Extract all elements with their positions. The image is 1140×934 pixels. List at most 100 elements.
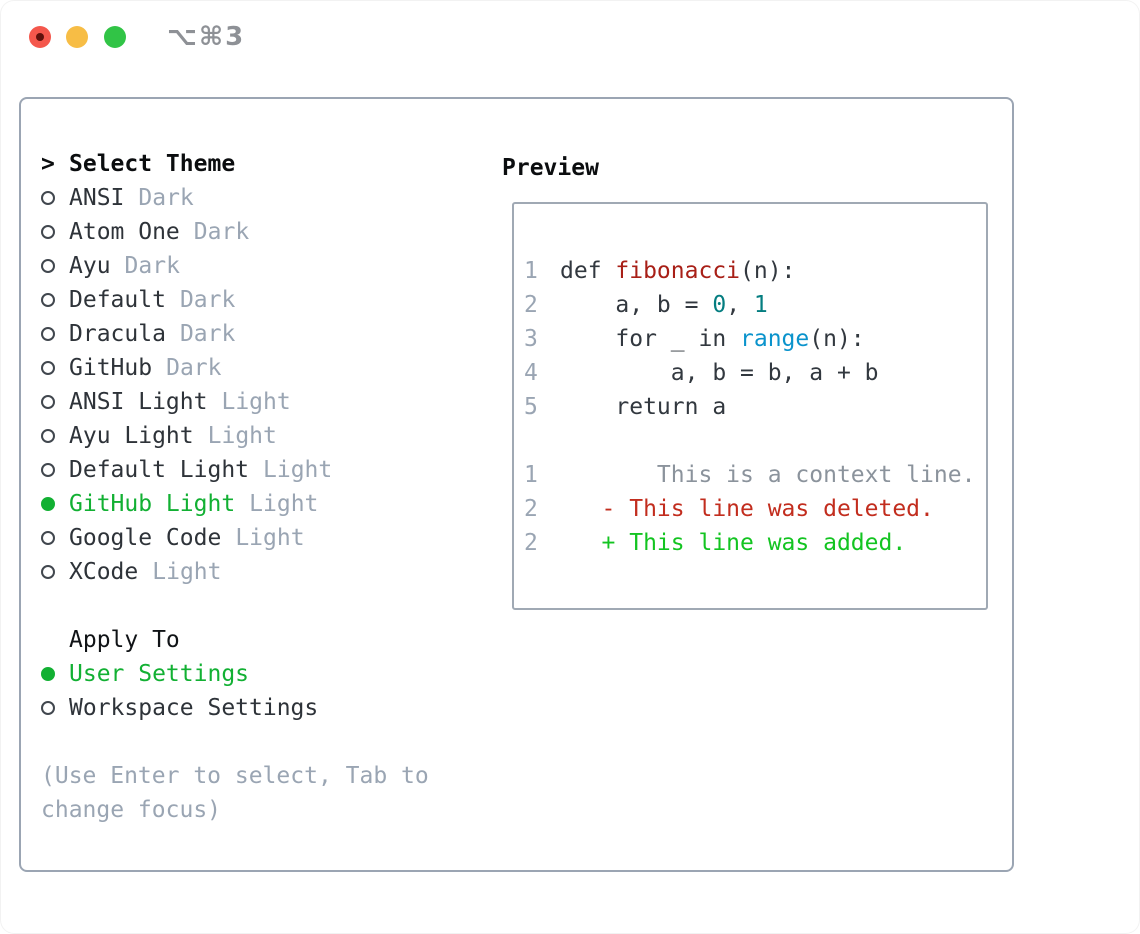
code-content: for _ in range(n): (560, 322, 865, 356)
help-text-line-1: (Use Enter to select, Tab to (41, 763, 429, 789)
theme-option[interactable]: GitHub Light Light (41, 487, 487, 521)
theme-variant: Light (263, 457, 333, 483)
apply-to-header: Apply To (41, 623, 487, 657)
theme-name: Default (69, 287, 166, 313)
line-number: 4 (524, 360, 538, 386)
code-segment-builtin: range (740, 326, 810, 352)
apply-to-title: Apply To (69, 627, 180, 653)
radio-icon (41, 293, 55, 307)
code-segment-context: This is a context line. (560, 462, 976, 488)
code-segment-deleted: - This line was deleted. (560, 496, 934, 522)
title-bar: ⌥⌘3 (0, 0, 1140, 75)
theme-variant: Dark (179, 321, 236, 347)
theme-name: Default Light (69, 457, 250, 483)
theme-name: GitHub (69, 355, 153, 381)
theme-option[interactable]: Ayu Dark (41, 249, 487, 283)
theme-name: Google Code (69, 525, 222, 551)
prompt-icon: > (41, 151, 55, 177)
code-segment-num: 0 (712, 292, 727, 318)
theme-name: Ayu Light (69, 423, 194, 449)
spacer (41, 725, 487, 759)
radio-icon (41, 565, 55, 579)
line-number: 2 (524, 530, 538, 556)
code-content: + This line was added. (560, 526, 907, 560)
code-segment-plain: a, b = (560, 292, 713, 318)
radio-icon (41, 463, 55, 477)
radio-icon (41, 327, 55, 341)
theme-name: Dracula (69, 321, 166, 347)
code-segment-plain: for _ in (560, 326, 741, 352)
line-number: 2 (524, 292, 538, 318)
theme-option[interactable]: Atom One Dark (41, 215, 487, 249)
radio-icon (41, 191, 55, 205)
theme-name: ANSI (69, 185, 125, 211)
preview-title: Preview (502, 155, 599, 181)
line-number: 1 (524, 462, 538, 488)
code-segment-plain: , (726, 292, 754, 318)
radio-icon (41, 395, 55, 409)
theme-option[interactable]: Google Code Light (41, 521, 487, 555)
radio-selected-icon (41, 497, 55, 511)
theme-option[interactable]: GitHub Dark (41, 351, 487, 385)
code-line: 2 - This line was deleted. (514, 492, 986, 526)
theme-option[interactable]: Default Dark (41, 283, 487, 317)
theme-variant: Light (235, 525, 305, 551)
radio-icon (41, 531, 55, 545)
code-segment-plain: return a (560, 394, 727, 420)
line-number: 2 (524, 496, 538, 522)
code-segment-plain: a, b = b, a + b (560, 360, 879, 386)
apply-option[interactable]: User Settings (41, 657, 487, 691)
theme-option[interactable]: Dracula Dark (41, 317, 487, 351)
line-number: 5 (524, 394, 538, 420)
close-button[interactable] (29, 26, 51, 48)
code-line: 3 for _ in range(n): (514, 322, 986, 356)
line-number (514, 424, 560, 458)
theme-option[interactable]: Ayu Light Light (41, 419, 487, 453)
minimize-button[interactable] (66, 26, 88, 48)
code-line: 1 This is a context line. (514, 458, 986, 492)
code-line: 4 a, b = b, a + b (514, 356, 986, 390)
theme-variant: Light (249, 491, 319, 517)
theme-variant: Dark (124, 253, 180, 279)
theme-variant: Dark (193, 219, 250, 245)
theme-name: GitHub Light (69, 491, 236, 517)
apply-option[interactable]: Workspace Settings (41, 691, 487, 725)
theme-option[interactable]: XCode Light (41, 555, 487, 589)
theme-option[interactable]: Default Light Light (41, 453, 487, 487)
code-content: This is a context line. (560, 458, 976, 492)
theme-variant: Dark (179, 287, 236, 313)
code-segment-plain: def (560, 258, 616, 284)
theme-variant: Light (207, 423, 277, 449)
code-segment-plain: (n): (809, 326, 865, 352)
zoom-button[interactable] (104, 26, 126, 48)
theme-name: XCode (69, 559, 139, 585)
code-content: - This line was deleted. (560, 492, 934, 526)
radio-icon (41, 429, 55, 443)
code-segment-num: 1 (753, 292, 768, 318)
help-text-line-2: change focus) (41, 797, 222, 823)
radio-icon (41, 259, 55, 273)
theme-variant: Light (221, 389, 291, 415)
code-segment-func: fibonacci (615, 258, 741, 284)
theme-variant: Dark (166, 355, 222, 381)
radio-icon (41, 361, 55, 375)
apply-option-label: Workspace Settings (69, 695, 319, 721)
theme-name: Atom One (69, 219, 180, 245)
code-segment-added: + This line was added. (560, 530, 907, 556)
line-number: 1 (524, 258, 538, 284)
radio-icon (41, 701, 55, 715)
theme-variant: Light (152, 559, 222, 585)
theme-name: Ayu (69, 253, 111, 279)
code-line: 2 + This line was added. (514, 526, 986, 560)
select-theme-header: > Select Theme (41, 147, 487, 181)
code-content: a, b = 0, 1 (560, 288, 768, 322)
code-line (514, 424, 986, 458)
